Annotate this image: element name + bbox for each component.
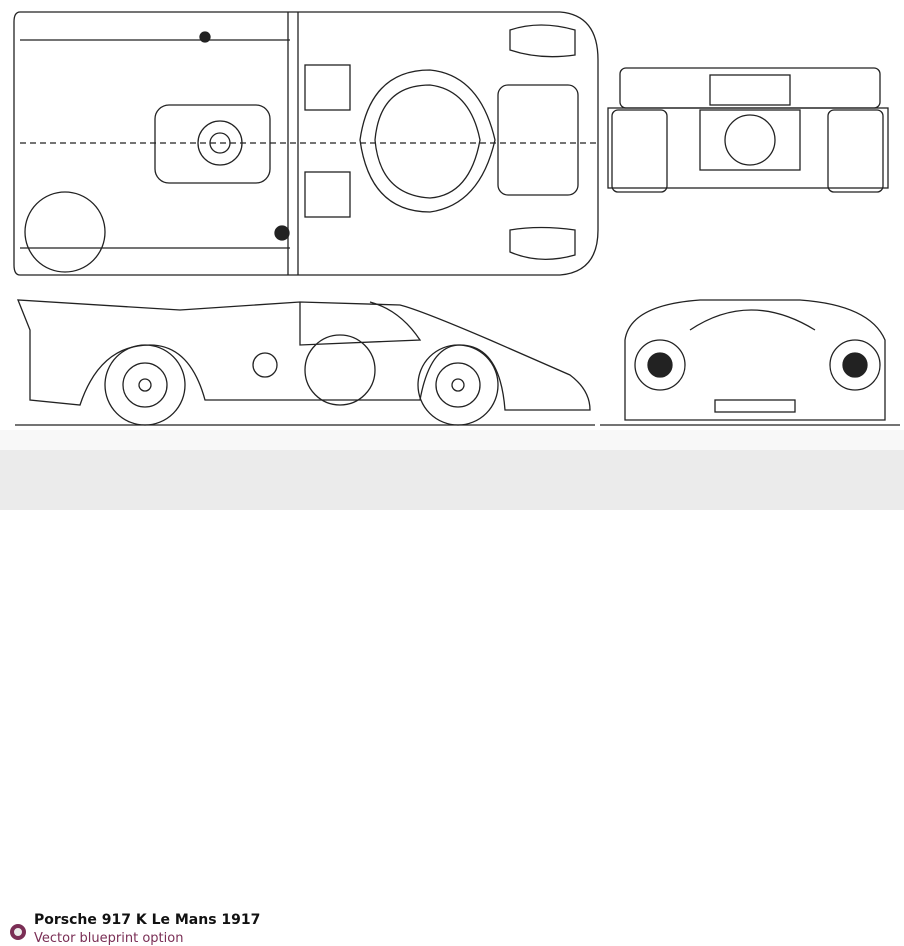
blueprint-image [0, 0, 904, 430]
option-subtitle: Vector blueprint option [34, 931, 184, 946]
side-view [15, 299, 595, 426]
front-view [600, 299, 900, 426]
blueprint-drawing [13, 11, 900, 426]
rear-view [607, 67, 889, 193]
radio-button[interactable] [10, 924, 26, 940]
top-view [13, 11, 599, 276]
blueprint-option[interactable]: Porsche 917 K Le Mans 1917 Vector bluepr… [0, 450, 904, 946]
spacer [0, 430, 904, 450]
option-title: Porsche 917 K Le Mans 1917 [34, 912, 261, 928]
